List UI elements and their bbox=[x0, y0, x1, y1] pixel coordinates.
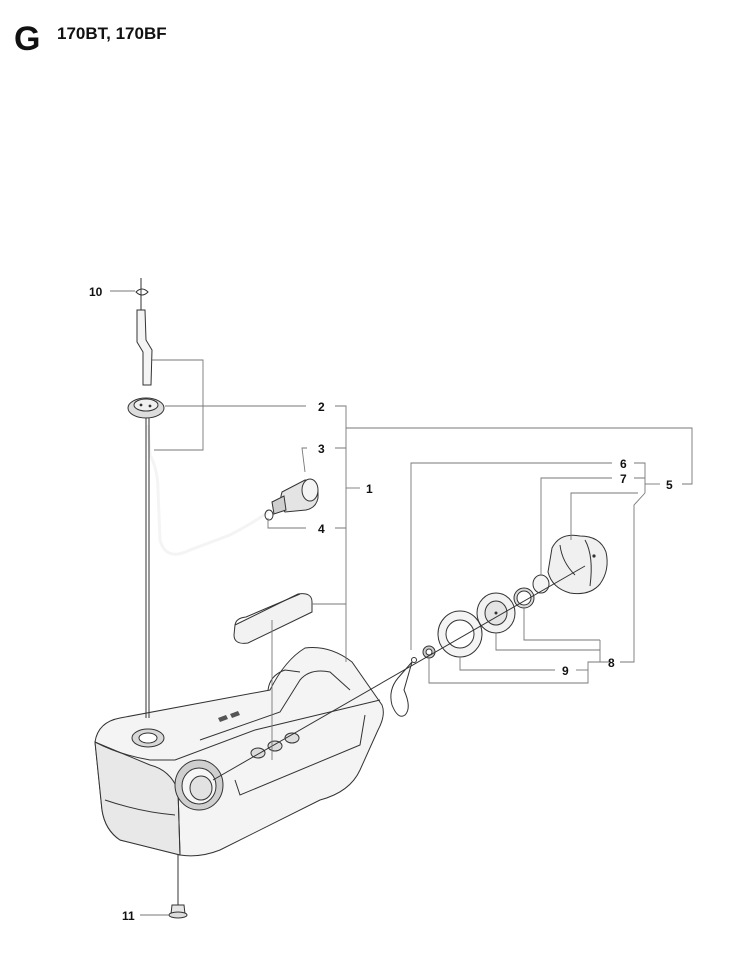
gasket bbox=[476, 592, 516, 634]
seal-ring bbox=[437, 610, 483, 658]
callout-9: 9 bbox=[562, 664, 569, 678]
model-title: 170BT, 170BF bbox=[57, 24, 167, 43]
section-letter: G bbox=[14, 20, 41, 58]
callout-4: 4 bbox=[318, 522, 325, 536]
callout-labels: 10 2 3 1 4 6 7 5 8 9 11 bbox=[89, 285, 673, 923]
cap-disc bbox=[532, 574, 550, 594]
callout-11: 11 bbox=[122, 909, 135, 923]
cap-ring bbox=[513, 587, 535, 609]
rubber-pad bbox=[233, 593, 313, 644]
callout-10: 10 bbox=[89, 285, 103, 299]
callout-8: 8 bbox=[608, 656, 615, 670]
callout-2: 2 bbox=[318, 400, 325, 414]
fuel-tank bbox=[94, 647, 384, 857]
fuel-filter bbox=[271, 478, 319, 515]
retainer-strap bbox=[390, 645, 436, 717]
callout-5: 5 bbox=[666, 478, 673, 492]
fuel-cap bbox=[547, 534, 608, 595]
hose-clamp bbox=[264, 509, 274, 521]
mounting-bolt bbox=[168, 855, 188, 919]
callout-6: 6 bbox=[620, 457, 627, 471]
callout-1: 1 bbox=[366, 482, 373, 496]
fuel-hose-assembly bbox=[127, 278, 269, 718]
callout-7: 7 bbox=[620, 472, 627, 486]
callout-3: 3 bbox=[318, 442, 325, 456]
leader-lines bbox=[110, 290, 693, 916]
